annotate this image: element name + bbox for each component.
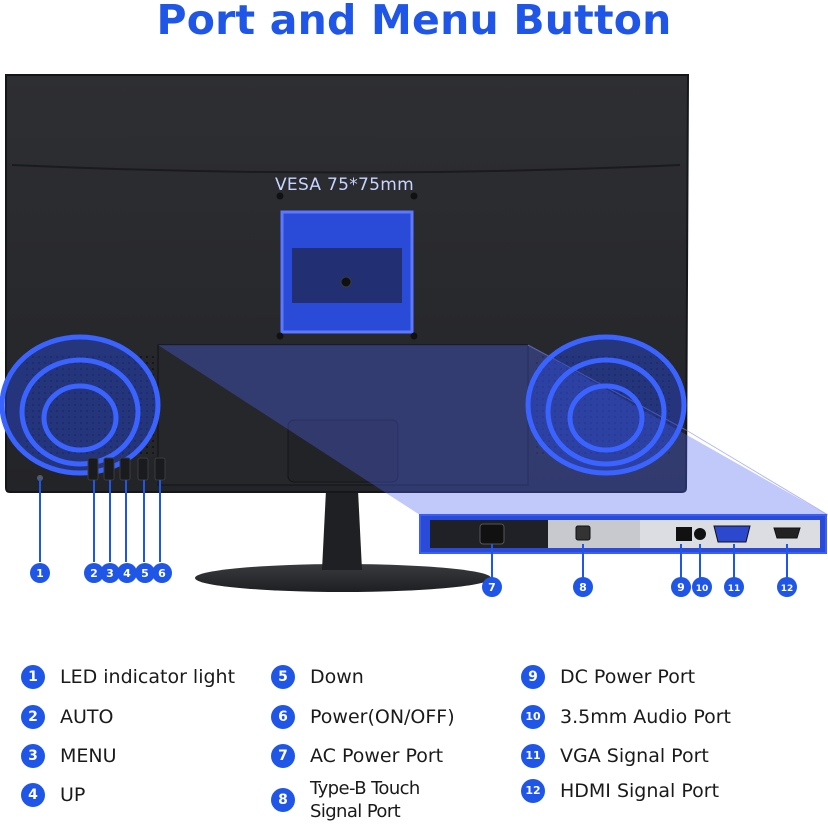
port-projection bbox=[158, 345, 828, 515]
legend-label: HDMI Signal Port bbox=[560, 780, 720, 802]
callout-badge: 10 bbox=[692, 577, 712, 597]
callout-number: 9 bbox=[677, 581, 685, 594]
legend-label: DC Power Port bbox=[560, 666, 696, 688]
legend-number: 12 bbox=[521, 779, 545, 803]
legend-label: Power(ON/OFF) bbox=[310, 706, 455, 728]
legend-item: 10 3.5mm Audio Port bbox=[521, 705, 731, 729]
legend-item: 7 AC Power Port bbox=[271, 744, 443, 768]
legend-label: AUTO bbox=[60, 706, 114, 728]
legend-label: VGA Signal Port bbox=[560, 745, 709, 767]
legend-item: 3 MENU bbox=[21, 744, 117, 768]
legend-number: 9 bbox=[521, 665, 545, 689]
hdmi-port bbox=[773, 527, 801, 539]
vesa-plate bbox=[292, 248, 402, 303]
legend-item: 8 Type-B Touch Signal Port bbox=[271, 777, 420, 823]
page-title: Port and Menu Button bbox=[156, 0, 672, 44]
port-panel-silver bbox=[548, 520, 640, 548]
menu-buttons bbox=[87, 457, 166, 481]
vesa-screw bbox=[276, 332, 284, 340]
callout-badge: 4 bbox=[117, 563, 137, 583]
callout-badge: 6 bbox=[152, 563, 172, 583]
callout-number: 10 bbox=[696, 584, 709, 594]
callout-number: 11 bbox=[728, 584, 741, 594]
legend-number: 7 bbox=[271, 744, 295, 768]
callout-number: 7 bbox=[488, 581, 496, 594]
legend-number: 2 bbox=[21, 705, 45, 729]
legend-label: AC Power Port bbox=[310, 745, 444, 767]
callout-badge: 11 bbox=[724, 577, 744, 597]
callout-badge: 12 bbox=[777, 577, 797, 597]
legend-label: Type-B Touch Signal Port bbox=[310, 778, 420, 822]
callout-number: 3 bbox=[106, 567, 114, 580]
callout-badge: 7 bbox=[482, 577, 502, 597]
right-speaker-rings bbox=[525, 334, 687, 476]
callout-number: 5 bbox=[141, 567, 149, 580]
legend-label: MENU bbox=[60, 745, 117, 767]
callout-badge: 9 bbox=[671, 577, 691, 597]
ac-power-port bbox=[479, 523, 505, 545]
legend-item: 11 VGA Signal Port bbox=[521, 744, 709, 768]
callout-badge: 5 bbox=[135, 563, 155, 583]
button-leader-lines bbox=[39, 478, 161, 562]
callout-badge: 8 bbox=[573, 577, 593, 597]
dc-power-port bbox=[676, 527, 692, 541]
vesa-screw bbox=[276, 192, 284, 200]
callout-badge: 1 bbox=[30, 563, 50, 583]
legend-number: 8 bbox=[271, 788, 295, 812]
legend-number: 1 bbox=[21, 665, 45, 689]
monitor-rim bbox=[11, 164, 681, 174]
stand-neck bbox=[322, 470, 362, 570]
vesa-label: VESA 75*75mm bbox=[275, 175, 414, 195]
callout-number: 2 bbox=[90, 567, 98, 580]
callout-number: 8 bbox=[579, 581, 587, 594]
legend-item: 2 AUTO bbox=[21, 705, 113, 729]
callout-badge: 3 bbox=[100, 563, 120, 583]
callout-number: 6 bbox=[158, 567, 166, 580]
legend-number: 3 bbox=[21, 744, 45, 768]
legend-item: 12 HDMI Signal Port bbox=[521, 779, 719, 803]
legend-number: 5 bbox=[271, 665, 295, 689]
legend-item: 6 Power(ON/OFF) bbox=[271, 705, 455, 729]
callout-number: 1 bbox=[36, 567, 44, 580]
audio-port bbox=[694, 528, 706, 540]
vesa-center-screw bbox=[340, 276, 352, 288]
type-b-port bbox=[575, 525, 591, 541]
legend-item: 5 Down bbox=[271, 665, 364, 689]
callout-number: 4 bbox=[123, 567, 131, 580]
stand-clamp bbox=[287, 419, 399, 483]
legend-label: LED indicator light bbox=[60, 666, 236, 688]
callout-badge: 2 bbox=[84, 563, 104, 583]
legend-item: 9 DC Power Port bbox=[521, 665, 695, 689]
stand-base bbox=[195, 564, 491, 592]
port-leader-lines bbox=[491, 544, 788, 578]
vesa-screw bbox=[410, 192, 418, 200]
vesa-screw bbox=[410, 332, 418, 340]
legend-item: 4 UP bbox=[21, 783, 85, 807]
legend-number: 10 bbox=[521, 705, 545, 729]
legend-label: Down bbox=[310, 666, 364, 688]
legend-number: 6 bbox=[271, 705, 295, 729]
legend-number: 11 bbox=[521, 744, 545, 768]
legend-item: 1 LED indicator light bbox=[21, 665, 235, 689]
port-projection-edge bbox=[527, 344, 828, 516]
legend-number: 4 bbox=[21, 783, 45, 807]
callout-number: 12 bbox=[781, 584, 794, 594]
left-speaker-rings bbox=[0, 334, 161, 476]
legend-label: 3.5mm Audio Port bbox=[560, 706, 731, 728]
vga-port bbox=[713, 525, 751, 543]
legend-label: UP bbox=[60, 784, 86, 806]
